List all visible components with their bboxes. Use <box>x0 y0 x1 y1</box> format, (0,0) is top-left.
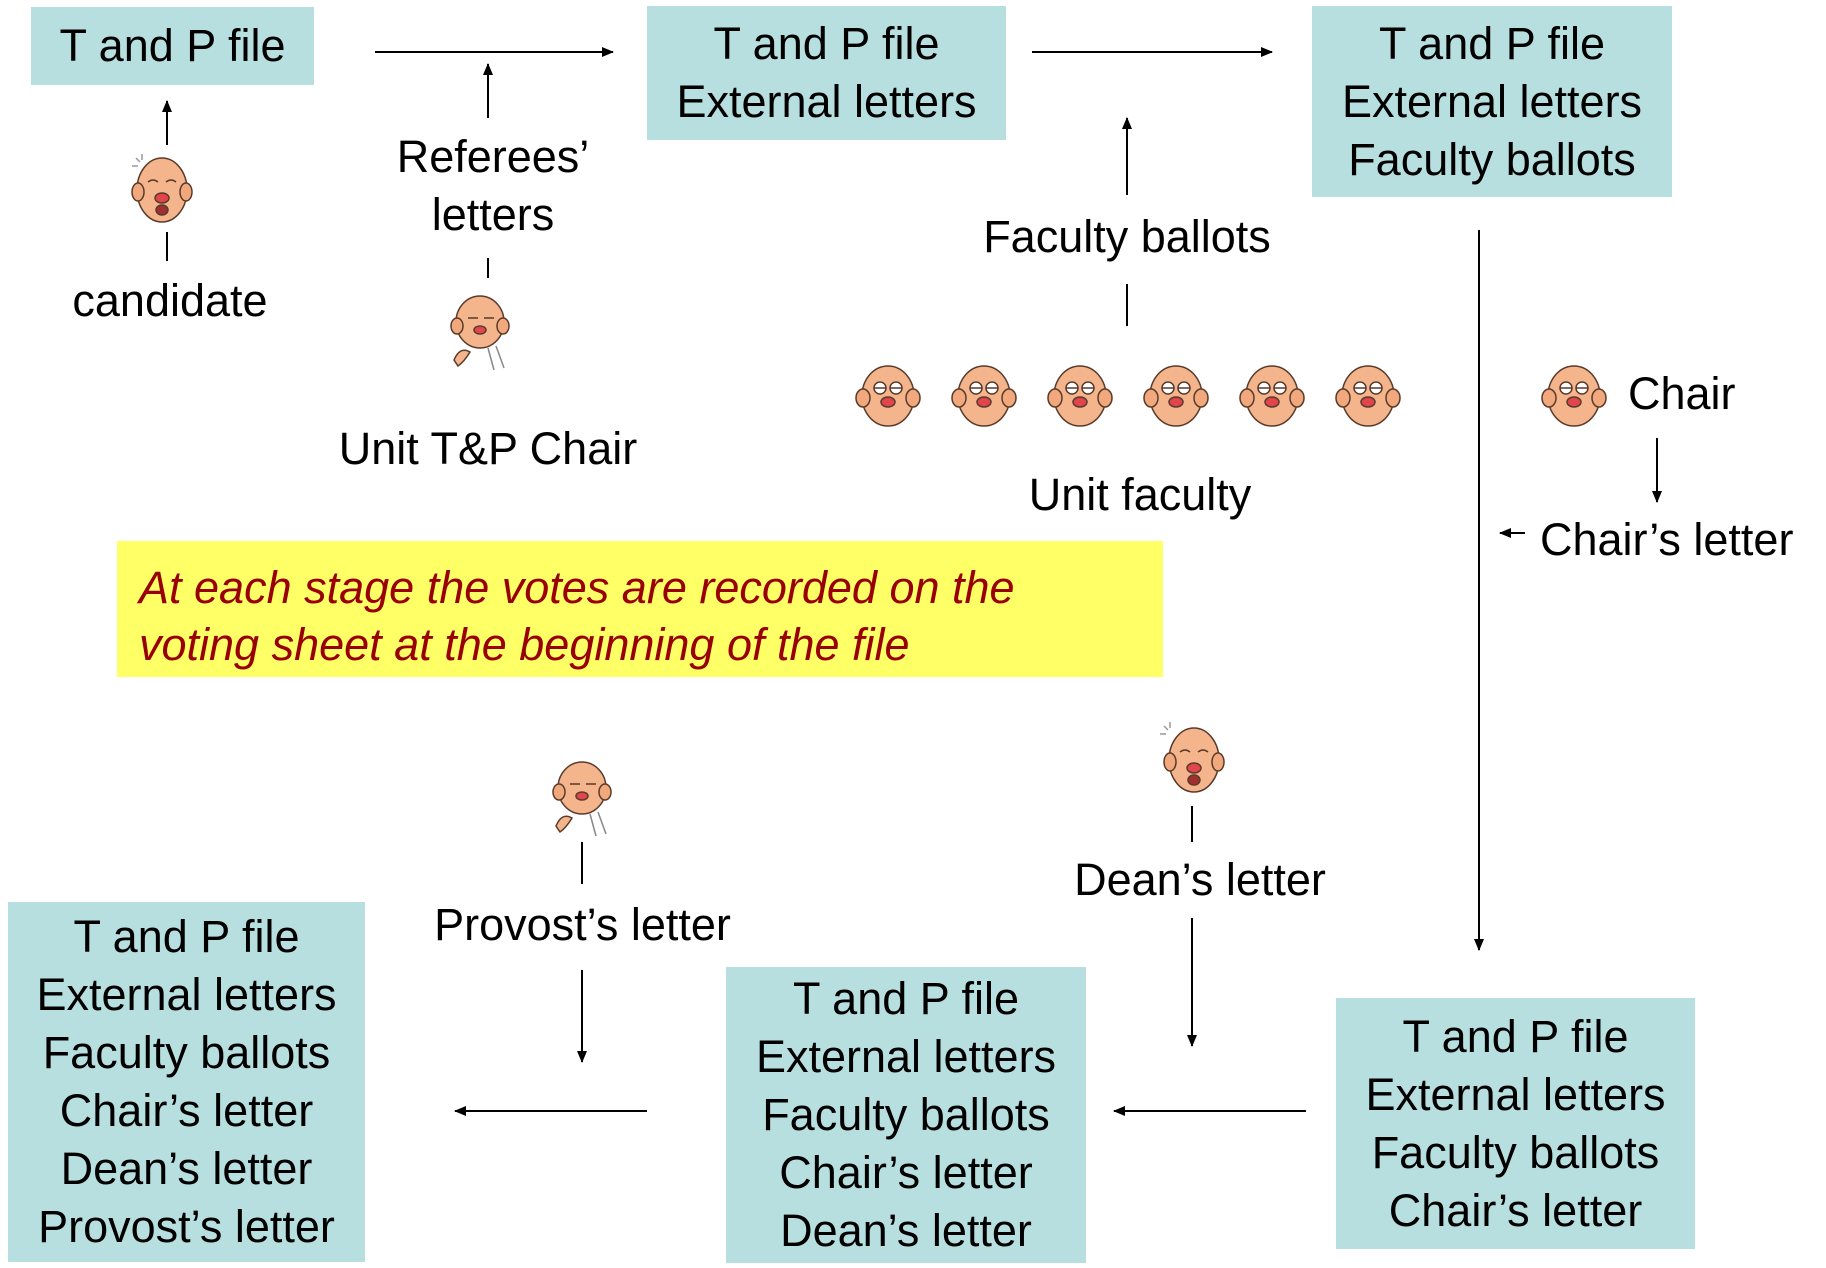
note-line1: At each stage the votes are recorded on … <box>139 562 1015 613</box>
unit-chair-label: Unit T&P Chair <box>338 423 638 474</box>
unit-faculty-face-icon-5 <box>1239 365 1305 427</box>
stage5-line1: T and P file <box>793 973 1019 1024</box>
note-line2: voting sheet at the beginning of the fil… <box>139 619 910 670</box>
chair-label: Chair <box>1628 368 1736 419</box>
referees-letters-label: Referees’ letters <box>378 128 608 244</box>
stage3-line2: External letters <box>1341 75 1643 127</box>
stage6-line1: T and P file <box>73 911 300 962</box>
stage5-line5: Dean’s letter <box>780 1205 1032 1256</box>
faculty-ballots-label: Faculty ballots <box>983 211 1271 262</box>
stage6-line5: Dean’s letter <box>60 1143 313 1194</box>
referees-line2: letters <box>431 189 555 240</box>
unit-faculty-label: Unit faculty <box>1028 469 1252 520</box>
candidate-label: candidate <box>72 275 268 326</box>
unit-faculty-face-icon-6 <box>1335 365 1401 427</box>
stage6-line3: Faculty ballots <box>42 1027 331 1078</box>
stage4-line1: T and P file <box>1402 1010 1629 1062</box>
stage6-line2: External letters <box>36 969 337 1020</box>
stage1-file-box: T and P file <box>31 7 314 85</box>
stage4-line4: Chair’s letter <box>1388 1184 1643 1236</box>
stage2-line1: T and P file <box>713 18 940 69</box>
stage3-line3: Faculty ballots <box>1348 133 1636 185</box>
stage4-line2: External letters <box>1365 1068 1666 1120</box>
stage5-file-box: T and P file External letters Faculty ba… <box>726 967 1086 1263</box>
stage6-file-box: T and P file External letters Faculty ba… <box>8 902 365 1262</box>
stage6-line6: Provost’s letter <box>38 1201 335 1252</box>
candidate-face-icon <box>131 154 193 223</box>
voting-sheet-note: At each stage the votes are recorded on … <box>117 541 1163 677</box>
unit-faculty-face-icon-2 <box>951 365 1017 427</box>
chair-face-icon <box>1541 365 1607 427</box>
stage1-line1: T and P file <box>59 20 286 71</box>
stage5-line3: Faculty ballots <box>762 1089 1050 1140</box>
stage3-line1: T and P file <box>1379 17 1605 69</box>
stage4-file-box: T and P file External letters Faculty ba… <box>1336 998 1695 1249</box>
stage4-line3: Faculty ballots <box>1371 1126 1660 1178</box>
stage5-line4: Chair’s letter <box>779 1147 1033 1198</box>
unit-faculty-face-icon-4 <box>1143 365 1209 427</box>
provost-face-icon <box>552 761 612 837</box>
unit-faculty-face-icon-1 <box>855 365 921 427</box>
stage3-file-box: T and P file External letters Faculty ba… <box>1312 6 1672 197</box>
stage6-line4: Chair’s letter <box>59 1085 314 1136</box>
provosts-letter-label: Provost’s letter <box>434 899 731 950</box>
deans-letter-label: Dean’s letter <box>1074 854 1326 905</box>
stage2-line2: External letters <box>676 76 977 127</box>
chairs-letter-label: Chair’s letter <box>1540 514 1794 565</box>
referees-line1: Referees’ <box>396 131 590 182</box>
stage5-line2: External letters <box>755 1031 1057 1082</box>
unit-chair-face-icon <box>450 295 510 371</box>
stage2-file-box: T and P file External letters <box>647 6 1006 140</box>
unit-faculty-face-icon-3 <box>1047 365 1113 427</box>
dean-face-icon <box>1160 722 1225 793</box>
